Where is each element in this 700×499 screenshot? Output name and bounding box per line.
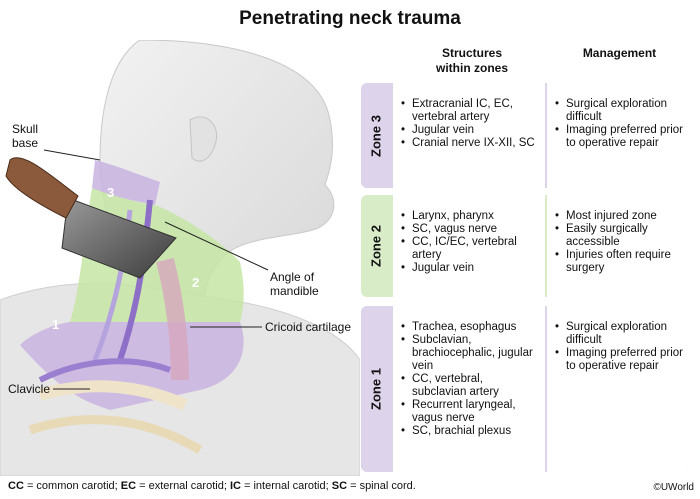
page-title: Penetrating neck trauma — [239, 8, 461, 29]
skull-base-label: Skull base — [12, 122, 39, 150]
zone-3-name: Zone 3 — [368, 114, 384, 157]
copyright-text: ©UWorld — [653, 482, 694, 493]
structure-item: Extracranial IC, EC, vertebral artery — [401, 98, 539, 124]
clavicle-bone — [38, 380, 188, 411]
zone-1-management: Surgical exploration difficult Imaging p… — [547, 306, 691, 472]
zone-3-card: Zone 3 Extracranial IC, EC, vertebral ar… — [361, 83, 691, 188]
zone-2-name: Zone 2 — [368, 225, 384, 267]
structure-item: SC, vagus nerve — [401, 223, 539, 236]
structure-item: Recurrent laryngeal, vagus nerve — [401, 399, 539, 425]
structure-item: Larynx, pharynx — [401, 210, 539, 223]
zone-1-name: Zone 1 — [368, 368, 384, 410]
clavicle-label: Clavicle — [8, 382, 51, 396]
subclavian-vessel — [38, 358, 172, 383]
zone-3-structures: Extracranial IC, EC, vertebral artery Ju… — [393, 83, 545, 188]
structure-item: CC, vertebral, subclavian artery — [401, 373, 539, 399]
zone-2-number: 2 — [192, 275, 200, 290]
structure-item: Jugular vein — [401, 262, 539, 275]
management-item: Surgical exploration difficult — [555, 98, 685, 124]
structure-item: CC, IC/EC, vertebral artery — [401, 236, 539, 262]
trachea — [156, 257, 189, 381]
management-item: Imaging preferred prior to operative rep… — [555, 124, 685, 150]
structure-item: Cranial nerve IX-XII, SC — [401, 137, 539, 150]
abbreviation-footnote: CC = common carotid; EC = external carot… — [8, 480, 416, 492]
skull-base-leader — [43, 149, 101, 161]
structure-item: Trachea, esophagus — [401, 321, 539, 334]
zone-3-number: 3 — [107, 185, 115, 200]
zone-2-management: Most injured zone Easily surgically acce… — [547, 195, 691, 297]
structure-item: Subclavian, brachiocephalic, jugular vei… — [401, 334, 539, 373]
zone-1-structures: Trachea, esophagus Subclavian, brachioce… — [393, 306, 545, 472]
management-item: Most injured zone — [555, 210, 685, 223]
management-column-header: Management — [582, 46, 657, 60]
knife-blade — [61, 197, 177, 279]
structures-column-header: Structures within zones — [436, 46, 508, 75]
angle-mandible-leader — [164, 221, 269, 271]
ear-shape — [189, 116, 218, 162]
cricoid-cartilage-label: Cricoid cartilage — [265, 320, 352, 334]
zone-2-card: Zone 2 Larynx, pharynx SC, vagus nerve C… — [361, 195, 691, 297]
management-item: Easily surgically accessible — [555, 223, 685, 249]
zone-1-number: 1 — [52, 317, 60, 332]
zone-1-card: Zone 1 Trachea, esophagus Subclavian, br… — [361, 306, 691, 472]
rib — [28, 415, 203, 454]
zone-3-band — [92, 160, 160, 205]
structure-item: Jugular vein — [401, 124, 539, 137]
management-item: Injuries often require surgery — [555, 249, 685, 275]
angle-mandible-label: Angle of mandible — [270, 270, 319, 298]
management-item: Imaging preferred prior to operative rep… — [555, 347, 685, 373]
management-item: Surgical exploration difficult — [555, 321, 685, 347]
zone-3-management: Surgical exploration difficult Imaging p… — [547, 83, 691, 188]
neck-illustration — [0, 40, 360, 476]
zone-2-structures: Larynx, pharynx SC, vagus nerve CC, IC/E… — [393, 195, 545, 297]
knife-handle — [5, 157, 79, 219]
structure-item: SC, brachial plexus — [401, 425, 539, 438]
